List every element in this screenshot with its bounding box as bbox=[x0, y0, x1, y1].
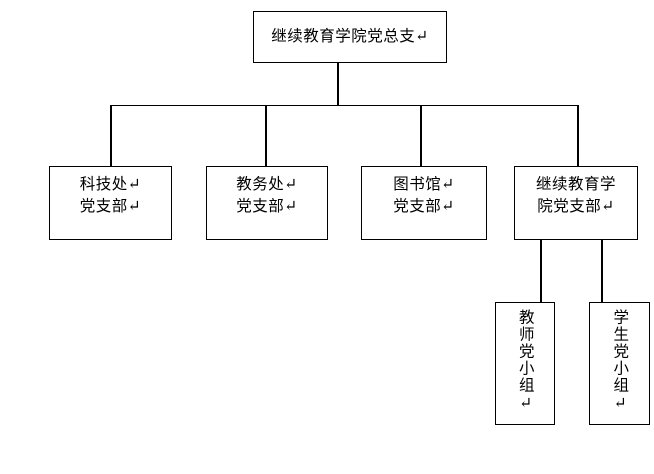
org-node-continuing-education-branch[interactable]: 继续教育学 院党支部↵ bbox=[514, 166, 638, 240]
connector-horizontal-bus bbox=[110, 104, 577, 106]
org-node-teacher-group-label: 教师党小组↵ bbox=[516, 309, 534, 414]
connector-drop-jiaoshi bbox=[540, 240, 542, 302]
org-node-student-group-label: 学生党小组↵ bbox=[611, 309, 629, 414]
org-node-student-group[interactable]: 学生党小组↵ bbox=[589, 302, 650, 425]
org-node-keji-branch[interactable]: 科技处↵ 党支部↵ bbox=[49, 166, 172, 240]
org-node-root[interactable]: 继续教育学院党总支↵ bbox=[253, 11, 447, 63]
org-node-jiaowu-branch[interactable]: 教务处↵ 党支部↵ bbox=[206, 166, 328, 240]
connector-drop-jiaowu bbox=[265, 104, 267, 167]
org-node-teacher-group[interactable]: 教师党小组↵ bbox=[495, 302, 555, 425]
org-node-library-branch-label: 图书馆↵ 党支部↵ bbox=[393, 176, 455, 215]
org-node-continuing-education-branch-label: 继续教育学 院党支部↵ bbox=[535, 176, 616, 215]
connector-root-stem bbox=[337, 63, 339, 106]
connector-drop-keji bbox=[110, 104, 112, 167]
org-node-keji-branch-label: 科技处↵ 党支部↵ bbox=[79, 176, 142, 215]
connector-drop-xuesheng bbox=[601, 240, 603, 302]
org-node-jiaowu-branch-label: 教务处↵ 党支部↵ bbox=[236, 176, 298, 215]
connector-drop-tushu bbox=[420, 104, 422, 167]
org-node-library-branch[interactable]: 图书馆↵ 党支部↵ bbox=[361, 166, 487, 240]
org-node-root-label: 继续教育学院党总支↵ bbox=[271, 28, 429, 45]
connector-drop-jixu bbox=[577, 104, 579, 167]
